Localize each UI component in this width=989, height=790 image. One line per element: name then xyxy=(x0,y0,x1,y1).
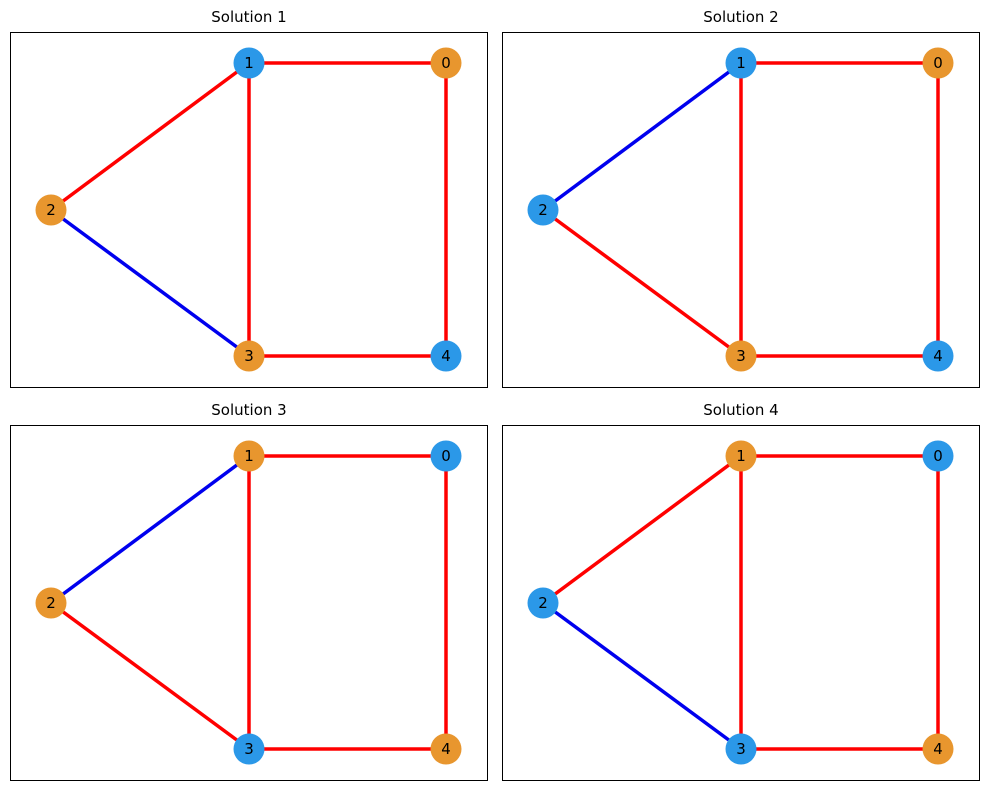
node-circle-2 xyxy=(35,194,67,226)
panel-title-2: Solution 2 xyxy=(703,8,779,26)
node-circle-4 xyxy=(922,733,954,765)
edge-2-3 xyxy=(541,601,743,751)
graph-svg-3: 0 1 2 3 4 xyxy=(35,440,462,765)
node-0: 0 xyxy=(922,440,954,472)
node-label-0: 0 xyxy=(933,54,943,72)
edge-2-3 xyxy=(49,601,251,751)
node-2: 2 xyxy=(35,194,67,226)
node-4: 4 xyxy=(922,733,954,765)
node-4: 4 xyxy=(430,340,462,372)
node-circle-2 xyxy=(527,194,559,226)
node-label-1: 1 xyxy=(736,54,746,72)
graph-svg-4: 0 1 2 3 4 xyxy=(527,440,954,765)
node-circle-1 xyxy=(233,47,265,79)
node-2: 2 xyxy=(35,587,67,619)
node-label-2: 2 xyxy=(46,594,56,612)
node-label-3: 3 xyxy=(244,347,254,365)
node-circle-3 xyxy=(725,340,757,372)
node-0: 0 xyxy=(430,47,462,79)
edge-1-2 xyxy=(49,61,251,212)
node-circle-0 xyxy=(922,47,954,79)
node-label-4: 4 xyxy=(933,740,943,758)
panel-title-4: Solution 4 xyxy=(703,401,779,419)
node-label-1: 1 xyxy=(736,447,746,465)
node-label-1: 1 xyxy=(244,447,254,465)
node-circle-3 xyxy=(725,733,757,765)
node-circle-2 xyxy=(35,587,67,619)
node-label-3: 3 xyxy=(244,740,254,758)
graph-panel-4: 0 1 2 3 4 xyxy=(502,425,980,781)
node-4: 4 xyxy=(922,340,954,372)
node-circle-3 xyxy=(233,733,265,765)
node-label-2: 2 xyxy=(538,594,548,612)
edge-1-2 xyxy=(541,61,743,212)
node-circle-1 xyxy=(725,47,757,79)
node-3: 3 xyxy=(725,733,757,765)
node-1: 1 xyxy=(725,440,757,472)
node-label-3: 3 xyxy=(736,740,746,758)
edge-1-2 xyxy=(49,454,251,605)
node-circle-3 xyxy=(233,340,265,372)
node-4: 4 xyxy=(430,733,462,765)
node-circle-4 xyxy=(430,733,462,765)
edge-2-3 xyxy=(49,208,251,358)
node-2: 2 xyxy=(527,587,559,619)
node-label-4: 4 xyxy=(933,347,943,365)
graph-panel-3: 0 1 2 3 4 xyxy=(10,425,488,781)
node-3: 3 xyxy=(233,340,265,372)
node-3: 3 xyxy=(725,340,757,372)
node-circle-0 xyxy=(430,440,462,472)
node-circle-0 xyxy=(922,440,954,472)
edge-1-2 xyxy=(541,454,743,605)
node-label-1: 1 xyxy=(244,54,254,72)
node-1: 1 xyxy=(233,440,265,472)
node-circle-0 xyxy=(430,47,462,79)
panel-title-3: Solution 3 xyxy=(211,401,287,419)
panel-title-1: Solution 1 xyxy=(211,8,287,26)
node-1: 1 xyxy=(725,47,757,79)
node-2: 2 xyxy=(527,194,559,226)
node-1: 1 xyxy=(233,47,265,79)
node-0: 0 xyxy=(430,440,462,472)
node-label-4: 4 xyxy=(441,347,451,365)
edge-2-3 xyxy=(541,208,743,358)
graph-panel-1: 0 1 2 3 4 xyxy=(10,32,488,388)
node-label-0: 0 xyxy=(441,54,451,72)
node-label-2: 2 xyxy=(538,201,548,219)
node-3: 3 xyxy=(233,733,265,765)
node-label-0: 0 xyxy=(933,447,943,465)
node-label-2: 2 xyxy=(46,201,56,219)
node-label-3: 3 xyxy=(736,347,746,365)
node-0: 0 xyxy=(922,47,954,79)
node-circle-2 xyxy=(527,587,559,619)
graph-panel-2: 0 1 2 3 4 xyxy=(502,32,980,388)
graph-svg-2: 0 1 2 3 4 xyxy=(527,47,954,372)
node-label-0: 0 xyxy=(441,447,451,465)
graph-svg-1: 0 1 2 3 4 xyxy=(35,47,462,372)
node-circle-4 xyxy=(922,340,954,372)
node-circle-4 xyxy=(430,340,462,372)
node-circle-1 xyxy=(725,440,757,472)
node-circle-1 xyxy=(233,440,265,472)
node-label-4: 4 xyxy=(441,740,451,758)
